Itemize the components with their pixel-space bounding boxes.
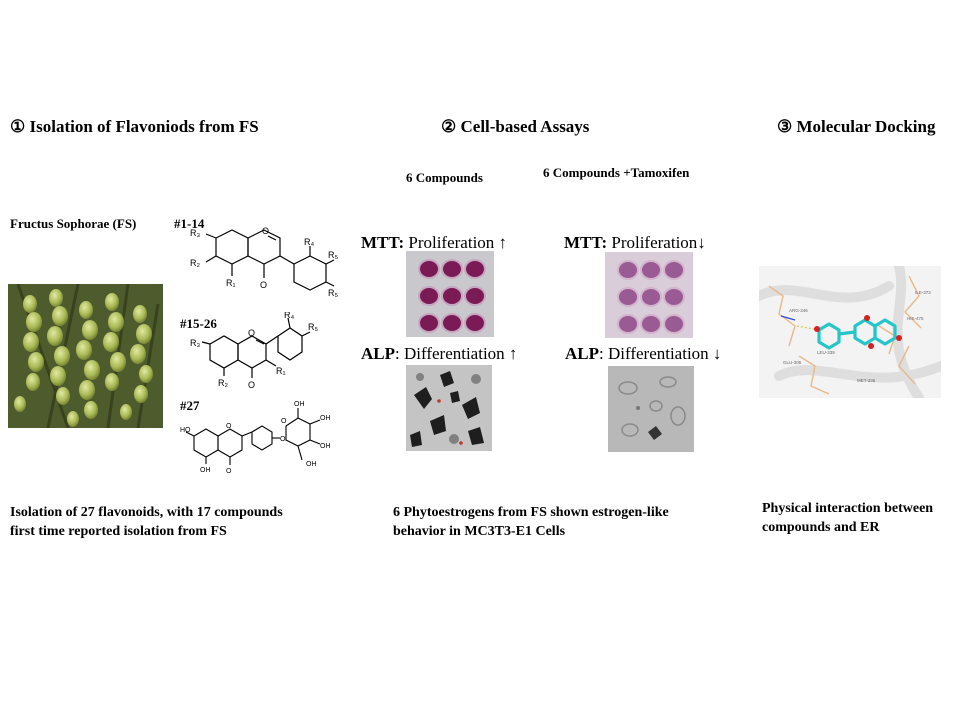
tamoxifen-column-title: 6 Compounds +Tamoxifen	[543, 165, 690, 180]
svg-text:R₃: R₃	[190, 338, 200, 348]
svg-text:O: O	[262, 226, 269, 236]
svg-text:R₅: R₅	[328, 288, 338, 298]
assays-summary: 6 Phytoestrogens from FS shown estrogen-…	[393, 505, 669, 539]
svg-text:R₁: R₁	[226, 278, 236, 288]
isolation-summary: Isolation of 27 flavonoids, with 17 comp…	[10, 505, 283, 539]
group-label-15-26: #15-26	[180, 316, 217, 331]
svg-text:R₅: R₅	[328, 250, 338, 260]
residue-his-475: HIS-475	[907, 316, 924, 321]
residue-met-336: MET-336	[857, 378, 876, 383]
isolation-heading: ① Isolation of Flavoniods from FS	[10, 117, 259, 136]
source-label: Fructus Sophorae (FS)	[10, 216, 137, 231]
alp-stain-compounds	[406, 365, 492, 451]
svg-text:O: O	[280, 436, 286, 443]
alp-stain-tamoxifen	[608, 366, 694, 452]
residue-glu-305: GLU-305	[783, 360, 802, 365]
svg-text:R₄: R₄	[304, 237, 314, 247]
alp-right-label: ALP: Differentiation ↓	[565, 344, 722, 363]
svg-text:O: O	[226, 468, 232, 475]
svg-text:O: O	[248, 380, 255, 390]
compounds-column-title: 6 Compounds	[406, 170, 483, 185]
mtt-left-label: MTT: Proliferation ↑	[361, 233, 508, 252]
svg-text:O: O	[281, 418, 287, 425]
mtt-right-label: MTT: Proliferation↓	[564, 233, 706, 252]
flavone-structure: O O R₃ R₂ R₁ R₄ R₅	[190, 312, 318, 390]
svg-text:R₂: R₂	[190, 258, 200, 268]
svg-text:OH: OH	[294, 401, 305, 408]
docking-image: ILE-373 ARG-346 HIS-475 LEU-339 GLU-305 …	[759, 266, 941, 398]
residue-leu-339: LEU-339	[817, 350, 835, 355]
svg-text:HO: HO	[180, 427, 191, 434]
mtt-plate-compounds	[406, 251, 494, 337]
svg-text:R₄: R₄	[284, 312, 294, 320]
fructus-sophorae-photo	[8, 284, 163, 428]
svg-text:O: O	[226, 423, 232, 430]
assays-heading: ② Cell-based Assays	[441, 117, 590, 136]
svg-text:OH: OH	[320, 415, 331, 422]
svg-text:OH: OH	[306, 461, 317, 468]
svg-text:R₁: R₁	[276, 366, 286, 376]
residue-arg-346: ARG-346	[789, 308, 808, 313]
svg-text:OH: OH	[320, 443, 331, 450]
group-label-27: #27	[180, 398, 200, 413]
alp-left-label: ALP: Differentiation ↑	[361, 344, 518, 363]
group-label-1-14: #1-14	[174, 216, 205, 231]
docking-summary: Physical interaction between compounds a…	[762, 501, 934, 535]
svg-text:R₅: R₅	[308, 322, 318, 332]
docking-heading: ③ Molecular Docking	[777, 117, 936, 136]
svg-text:OH: OH	[200, 467, 211, 474]
glycoside-structure: HO OH O O O OH OH OH OH O	[180, 401, 331, 475]
svg-text:R₃: R₃	[190, 228, 200, 238]
isoflavone-structure: O O R₃ R₂ R₁ R₄ R₅ R₅	[190, 226, 338, 298]
residue-ile-373: ILE-373	[915, 290, 931, 295]
svg-text:R₂: R₂	[218, 378, 228, 388]
svg-text:O: O	[248, 328, 255, 338]
mtt-plate-tamoxifen	[605, 252, 693, 338]
svg-text:O: O	[260, 280, 267, 290]
